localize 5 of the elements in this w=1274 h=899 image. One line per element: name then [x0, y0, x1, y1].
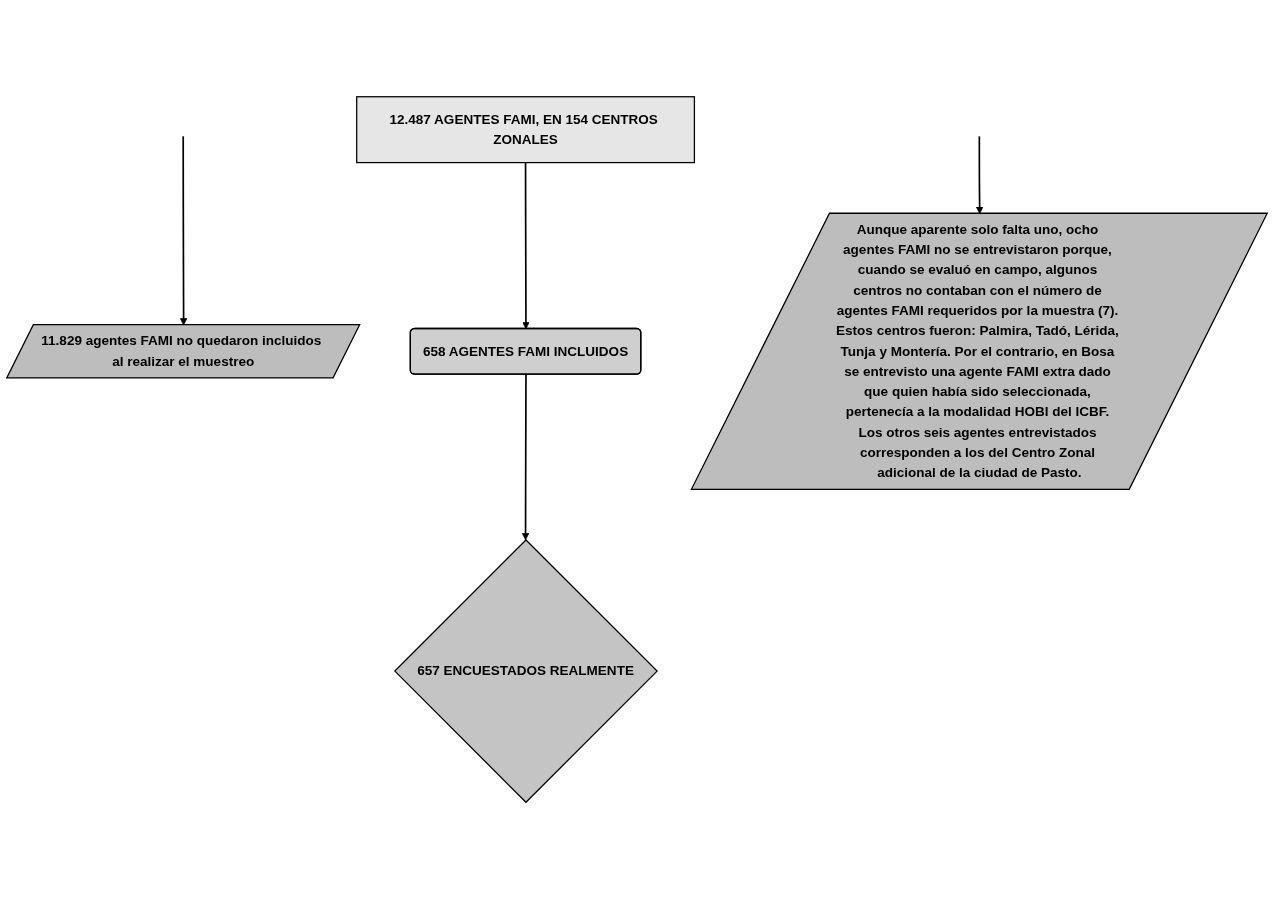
arrow [975, 135, 984, 214]
arrow [521, 373, 530, 541]
node-diamond: 657 ENCUESTADOS REALMENTE [393, 539, 658, 804]
arrow [522, 161, 530, 330]
node-box: 12.487 AGENTES FAMI, EN 154 CENTROS ZONALES [356, 96, 696, 164]
